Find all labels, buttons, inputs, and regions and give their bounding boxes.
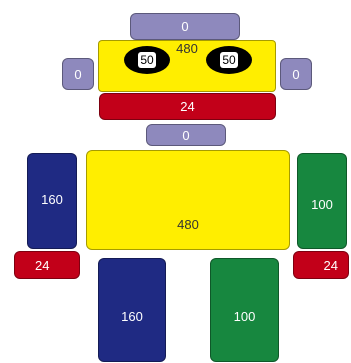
mouth-value: 24 — [180, 100, 194, 113]
left-hand-value: 24 — [35, 259, 49, 272]
body-value: 480 — [177, 218, 199, 231]
right-eye-value: 50 — [220, 52, 237, 68]
left-leg-value: 160 — [121, 310, 143, 323]
right-ear-value: 0 — [292, 68, 299, 81]
left-hand-block: 24 — [14, 251, 80, 279]
right-eye: 50 — [206, 46, 252, 74]
neck-block: 0 — [146, 124, 226, 146]
left-leg-block: 160 — [98, 258, 166, 362]
right-leg-value: 100 — [234, 310, 256, 323]
right-hand-value: 24 — [324, 259, 338, 272]
mouth-block: 24 — [99, 93, 276, 120]
right-arm-block: 100 — [297, 153, 347, 249]
left-ear-value: 0 — [74, 68, 81, 81]
right-ear-block: 0 — [280, 58, 312, 90]
left-arm-value: 160 — [41, 193, 63, 206]
left-arm-block: 160 — [27, 153, 77, 249]
head-value: 480 — [176, 42, 198, 55]
head-top-block: 0 — [130, 13, 240, 40]
right-arm-value: 100 — [311, 198, 333, 211]
left-ear-block: 0 — [62, 58, 94, 90]
neck-value: 0 — [182, 129, 189, 142]
left-eye: 50 — [124, 46, 170, 74]
left-eye-value: 50 — [138, 52, 155, 68]
body-block: 480 — [86, 150, 290, 250]
right-leg-block: 100 — [210, 258, 279, 362]
head-top-value: 0 — [181, 20, 188, 33]
right-hand-block: 24 — [293, 251, 349, 279]
